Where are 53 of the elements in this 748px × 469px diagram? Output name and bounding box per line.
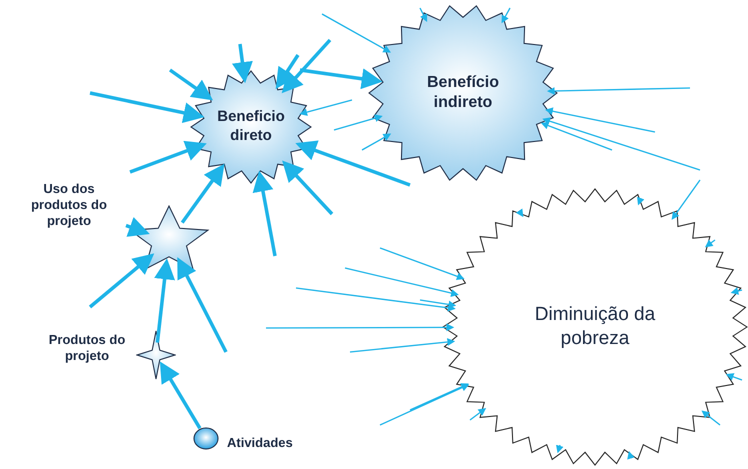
- node-caption: Atividades: [227, 435, 293, 452]
- arrow: [154, 258, 176, 343]
- arrow: [701, 410, 720, 426]
- arrow: [276, 54, 300, 90]
- arrow: [350, 338, 456, 353]
- arrow: [545, 107, 656, 133]
- starburst-node: [190, 70, 312, 184]
- arrow: [300, 68, 383, 90]
- arrow: [362, 134, 392, 151]
- arrow: [169, 68, 214, 100]
- arrow: [299, 99, 352, 116]
- arrow: [627, 451, 635, 460]
- starburst-node: [368, 4, 558, 182]
- arrow: [470, 408, 486, 421]
- arrow: [556, 444, 564, 454]
- arrow: [282, 160, 334, 216]
- arrow: [266, 324, 454, 332]
- arrow: [252, 170, 277, 256]
- arrow: [730, 287, 742, 295]
- arrow: [129, 140, 207, 174]
- node-label: Diminuição da pobreza: [534, 303, 656, 351]
- arrow: [502, 8, 511, 24]
- arrow: [726, 373, 742, 381]
- arrow: [540, 122, 612, 151]
- arrow: [88, 253, 154, 308]
- arrow: [180, 164, 225, 224]
- arrow: [344, 267, 459, 297]
- arrow: [232, 44, 253, 84]
- arrow: [322, 13, 391, 53]
- node-caption: Produtos do projeto: [48, 332, 126, 364]
- arrow: [334, 114, 383, 131]
- arrow: [295, 140, 411, 187]
- arrow: [410, 383, 469, 411]
- arrow: [419, 8, 428, 22]
- arrow: [420, 299, 456, 308]
- arrow: [160, 361, 202, 430]
- arrow: [296, 287, 456, 312]
- arrow: [90, 91, 204, 124]
- arrow: [704, 239, 716, 248]
- node-label: Benefício indireto: [426, 73, 500, 113]
- arrow: [637, 196, 644, 206]
- starburst-node: [442, 188, 748, 466]
- arrow: [672, 180, 701, 220]
- node-label: Beneficio direto: [216, 108, 286, 146]
- arrow: [125, 217, 150, 237]
- arrow: [516, 208, 524, 218]
- node-label: Uso dos produtos do projeto: [30, 180, 108, 230]
- arrow: [380, 247, 465, 280]
- arrow: [542, 117, 700, 171]
- arrow: [282, 38, 332, 94]
- arrow: [546, 87, 690, 95]
- arrow: [177, 257, 228, 353]
- arrow: [380, 384, 470, 426]
